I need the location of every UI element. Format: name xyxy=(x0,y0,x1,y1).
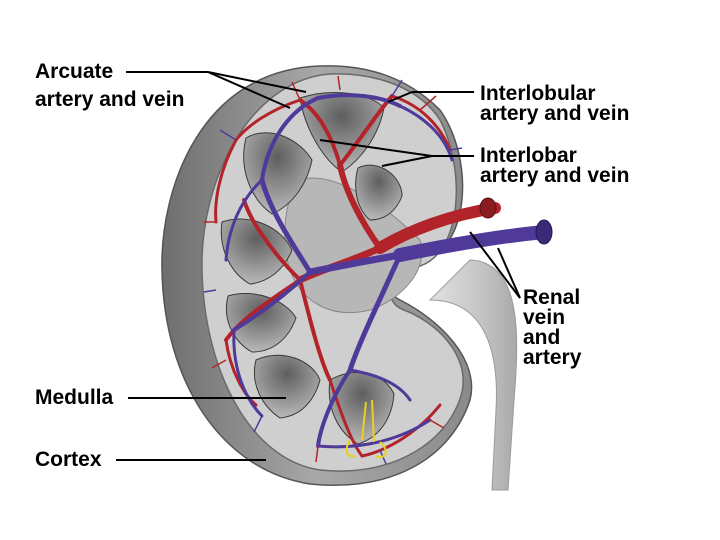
renal-label: Renal vein and artery xyxy=(523,286,582,369)
renal-label-line2: vein xyxy=(523,306,566,329)
renal-artery-end xyxy=(479,197,497,219)
medullary-pyramids xyxy=(220,92,403,445)
arcuate-label: Arcuate artery and vein xyxy=(35,60,185,111)
renal-label-line1: Renal xyxy=(523,286,581,309)
cortex-label: Cortex xyxy=(35,448,102,471)
interlobular-label-line1: Interlobular xyxy=(480,82,596,105)
nerve-fibres xyxy=(345,399,387,458)
interlobular-label-line2: artery and vein xyxy=(480,102,630,125)
interlobular-vessels xyxy=(203,75,463,465)
renal-veins xyxy=(224,93,552,449)
arcuate-label-line1: Arcuate xyxy=(35,60,114,83)
ureter xyxy=(428,259,518,491)
cortex-label-text: Cortex xyxy=(35,448,102,471)
medulla-label: Medulla xyxy=(35,386,114,409)
interlobular-label: Interlobular artery and vein xyxy=(480,82,630,125)
renal-label-line4: artery xyxy=(523,346,582,369)
arcuate-label-line2: artery and vein xyxy=(35,88,185,111)
interlobar-label-line1: Interlobar xyxy=(480,144,577,167)
leader-lines xyxy=(116,71,521,461)
renal-label-line3: and xyxy=(523,326,561,349)
interlobar-label: Interlobar artery and vein xyxy=(480,144,630,187)
renal-vein-end xyxy=(535,219,553,245)
medulla-label-text: Medulla xyxy=(35,386,114,409)
interlobar-label-line2: artery and vein xyxy=(480,164,630,187)
